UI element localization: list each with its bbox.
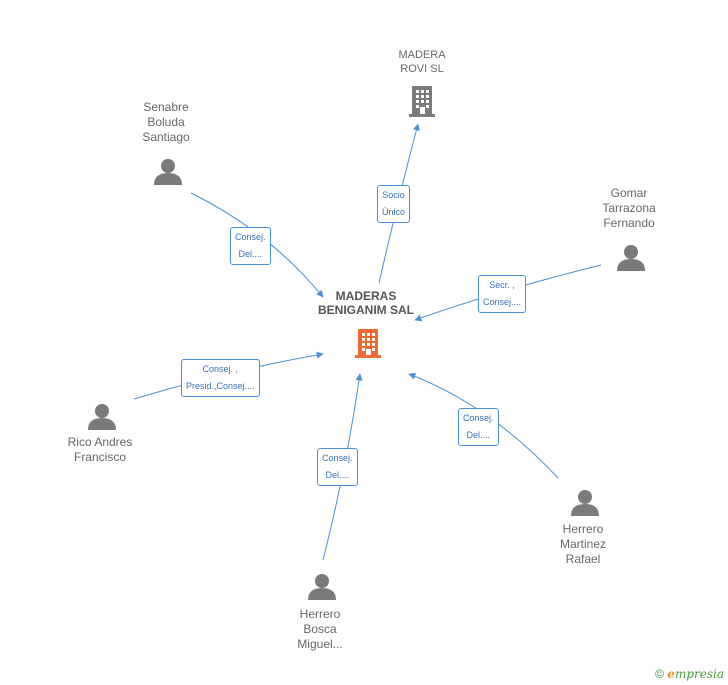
relation-line: Consej. — [322, 453, 353, 463]
brand-logo: empresia — [667, 667, 724, 681]
building-icon[interactable] — [355, 329, 381, 358]
relation-label-gomar[interactable]: Secr. , Consej.... — [478, 275, 527, 313]
person-name-line: Francisco — [73, 450, 126, 464]
person-name-line: Gomar — [610, 186, 648, 200]
building-icon[interactable] — [409, 86, 435, 117]
person-icon[interactable] — [571, 490, 599, 516]
person-icon[interactable] — [88, 404, 116, 430]
relation-line: Consej.... — [483, 297, 522, 307]
relation-line: Del.... — [325, 470, 350, 480]
person-name-line: Santiago — [142, 130, 190, 144]
relation-label-herrero-bosca[interactable]: Consej. Del.... — [317, 448, 358, 486]
relation-line: Secr. , — [489, 280, 515, 290]
person-name-line: Miguel... — [297, 637, 343, 651]
person-name-line: Bosca — [303, 622, 337, 636]
person-name-rico[interactable]: Rico Andres Francisco — [40, 435, 160, 465]
company-name-line: ROVI SL — [400, 63, 444, 75]
person-name-gomar[interactable]: Gomar Tarrazona Fernando — [569, 186, 689, 231]
person-name-line: Senabre — [143, 100, 189, 114]
person-name-line: Herrero — [562, 522, 604, 536]
person-name-line: Fernando — [603, 216, 655, 230]
relation-line: Consej. , — [202, 364, 239, 374]
relation-line: Único — [382, 207, 406, 217]
person-name-line: Rico Andres — [67, 435, 133, 449]
person-name-line: Tarrazona — [602, 201, 656, 215]
copyright-icon: © — [655, 667, 664, 681]
relation-line: Del.... — [238, 249, 263, 259]
relation-label-senabre[interactable]: Consej. Del.... — [230, 227, 271, 265]
center-name-line: BENIGANIM SAL — [318, 303, 414, 317]
relation-line: Del.... — [466, 430, 491, 440]
relation-line: Consej. — [235, 232, 266, 242]
company-name-line: MADERA — [398, 49, 446, 61]
footer-brand[interactable]: © empresia — [655, 667, 724, 681]
center-company-name[interactable]: MADERAS BENIGANIM SAL — [291, 289, 441, 317]
person-name-herrero-bosca[interactable]: Herrero Bosca Miguel... — [260, 607, 380, 652]
person-icon[interactable] — [154, 159, 182, 185]
relation-label-socio[interactable]: Socio Único — [377, 185, 411, 223]
person-name-line: Martinez — [559, 537, 606, 551]
relation-line: Socio — [382, 190, 405, 200]
person-name-line: Herrero — [299, 607, 341, 621]
relation-label-herrero-martinez[interactable]: Consej. Del.... — [458, 408, 499, 446]
person-name-line: Rafael — [565, 552, 601, 566]
person-name-line: Boluda — [147, 115, 185, 129]
person-name-herrero-martinez[interactable]: Herrero Martinez Rafael — [523, 522, 643, 567]
relation-line: Consej. — [463, 413, 494, 423]
relation-line: Presid.,Consej.... — [186, 381, 255, 391]
person-name-senabre[interactable]: Senabre Boluda Santiago — [106, 100, 226, 145]
center-name-line: MADERAS — [335, 289, 397, 303]
company-name[interactable]: MADERA ROVI SL — [362, 48, 482, 76]
relation-label-rico[interactable]: Consej. , Presid.,Consej.... — [181, 359, 260, 397]
person-icon[interactable] — [617, 245, 645, 271]
person-icon[interactable] — [308, 574, 336, 600]
